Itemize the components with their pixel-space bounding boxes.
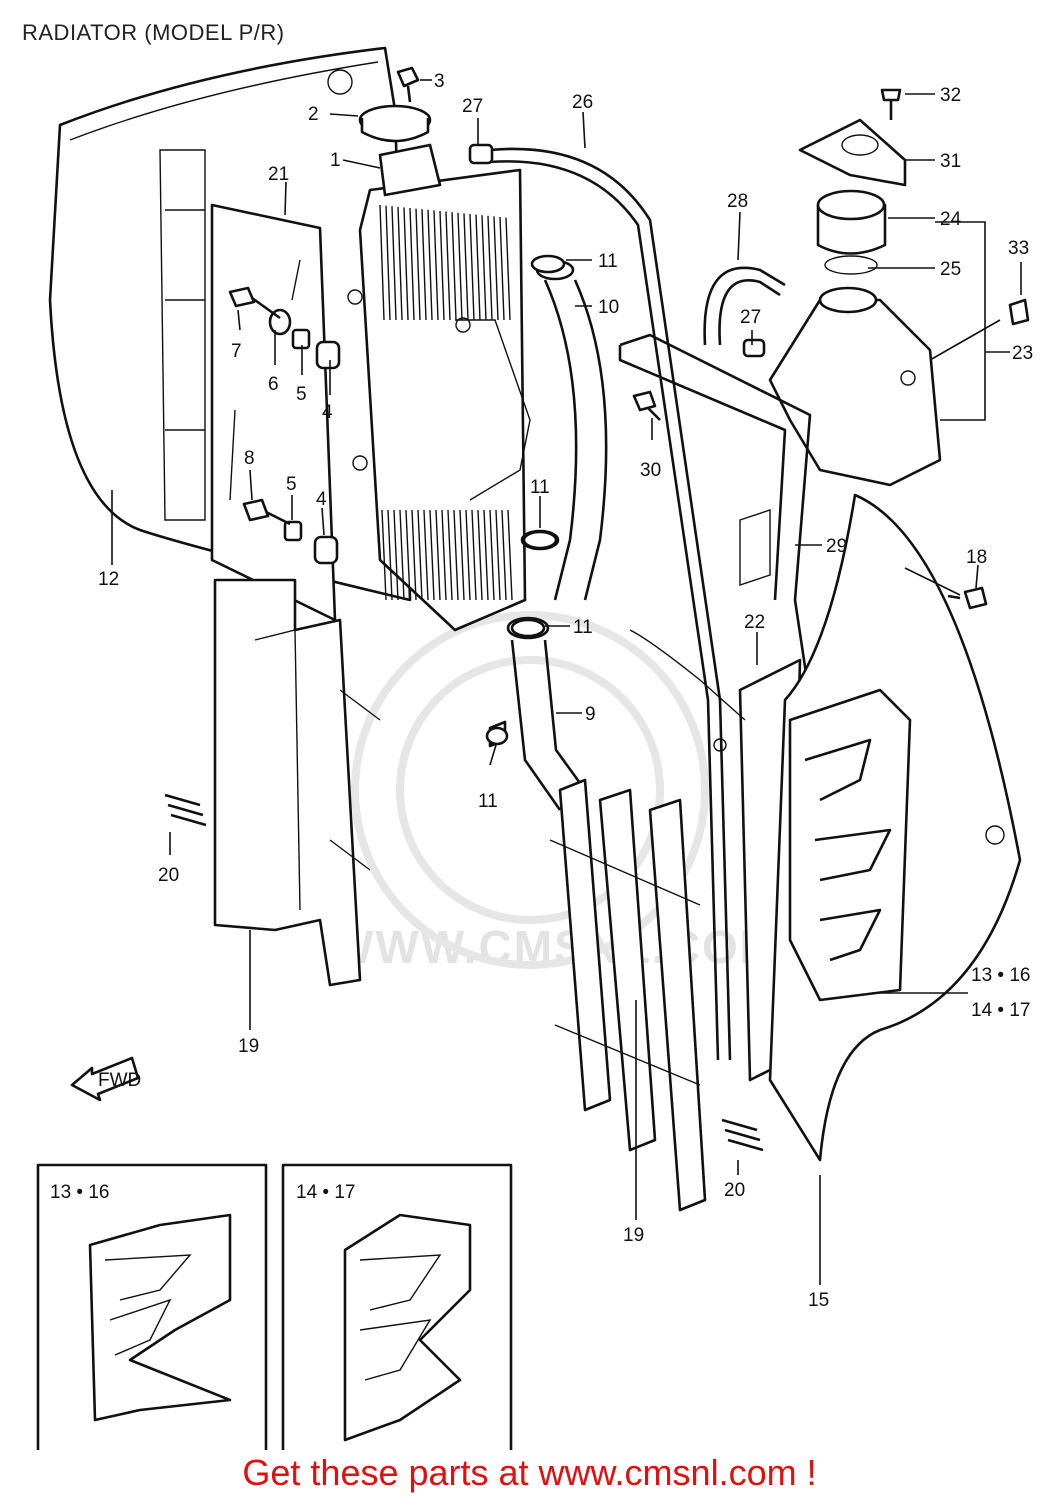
callout-12: 12	[98, 569, 119, 590]
part-18-screw	[947, 586, 988, 610]
part-1-radiator	[347, 143, 531, 632]
inset-14-17: 14 • 17	[281, 1163, 513, 1450]
callout-20a: 20	[158, 865, 179, 886]
callout-28: 28	[727, 191, 748, 212]
inset-13-16: 13 • 16	[36, 1163, 268, 1450]
part-15-radiator-shroud	[768, 493, 1022, 1162]
part-23-reservoir-tank	[768, 88, 1030, 487]
part-29-bracket	[618, 333, 812, 701]
diagram-title: RADIATOR (MODEL P/R)	[22, 20, 285, 45]
fwd-arrow-icon: FWD	[70, 1056, 141, 1102]
callout-5a: 5	[296, 384, 307, 405]
radiator-exploded-diagram: FWD 13 • 16 14 • 17	[36, 46, 1033, 1450]
promo-link[interactable]: Get these parts at www.cmsnl.com !	[242, 1452, 817, 1493]
callout-20b: 20	[724, 1180, 745, 1201]
inset-label-13-16: 13 • 16	[50, 1182, 109, 1203]
callout-11a: 11	[598, 251, 618, 272]
callout-15: 15	[808, 1290, 829, 1311]
callout-23: 23	[1012, 343, 1033, 364]
fwd-arrow-label: FWD	[98, 1070, 141, 1091]
callout-8: 8	[244, 448, 255, 469]
callout-25: 25	[940, 259, 961, 280]
callout-4a: 4	[322, 402, 333, 423]
part-2-radiator-cap	[358, 104, 432, 143]
inset-label-14-17: 14 • 17	[296, 1182, 355, 1203]
part-28-tank-hose	[703, 266, 786, 346]
callout-5b: 5	[286, 474, 297, 495]
callout-31: 31	[940, 151, 961, 172]
callout-19b: 19	[623, 1225, 644, 1246]
callout-11d: 11	[478, 791, 498, 812]
callout-2: 2	[308, 104, 319, 125]
callout-11b: 11	[530, 477, 550, 498]
callout-30: 30	[640, 460, 661, 481]
part-26-overflow-hose	[489, 147, 732, 1061]
callout-3: 3	[434, 71, 445, 92]
callout-7: 7	[231, 341, 242, 362]
callout-6: 6	[268, 374, 279, 395]
callout-9: 9	[585, 704, 596, 725]
callout-26: 26	[572, 92, 593, 113]
callout-10: 10	[598, 297, 619, 318]
callout-24: 24	[940, 209, 962, 230]
callout-4b: 4	[316, 489, 327, 510]
callout-13-16: 13 • 16	[971, 965, 1030, 986]
callout-33: 33	[1008, 238, 1029, 259]
callout-19a: 19	[238, 1036, 259, 1057]
watermark-logo	[351, 611, 709, 969]
callout-27b: 27	[740, 307, 761, 328]
part-19-louver-left	[213, 578, 381, 987]
part-11-clamps	[468, 143, 766, 746]
part-30-bolt	[632, 390, 661, 421]
callout-1: 1	[330, 150, 341, 171]
mounting-hardware	[228, 286, 341, 565]
part-3-bolt	[396, 66, 420, 103]
callout-21: 21	[268, 164, 289, 185]
callout-14-17: 14 • 17	[971, 1000, 1030, 1021]
part-19-louver-right	[549, 778, 707, 1212]
callout-18: 18	[966, 547, 987, 568]
callout-29: 29	[826, 536, 847, 557]
callout-27a: 27	[462, 96, 483, 117]
leader-lines	[111, 79, 1022, 1285]
callouts: 3 2 1 27 21 26 11 10 28 27 32 31 24 25 2…	[98, 71, 1033, 1311]
callout-11c: 11	[573, 617, 593, 638]
part-20-clips	[164, 793, 764, 1152]
callout-22: 22	[744, 612, 765, 633]
callout-32: 32	[940, 85, 961, 106]
